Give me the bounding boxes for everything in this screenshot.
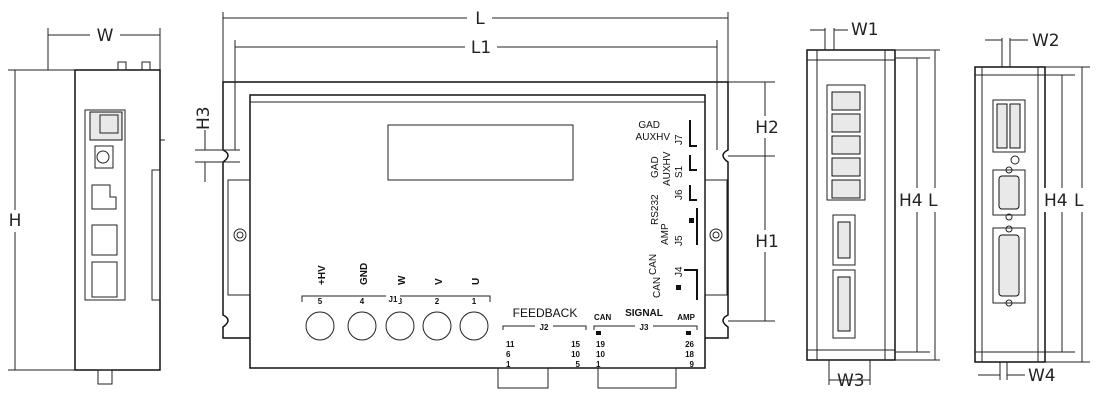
terminal-num-4: 4 (360, 297, 365, 306)
dim-w: W (47, 25, 161, 70)
j3-pin-9: 9 (690, 360, 695, 369)
dim-w-label: W (97, 26, 114, 46)
dim-w4: W4 (978, 362, 1056, 386)
j5-amp-label: AMP (660, 223, 671, 245)
terminal-name-u: U (471, 278, 482, 285)
side-view-right-1 (806, 49, 896, 361)
dim-h4-l-right-1: H4 L (895, 49, 955, 361)
terminal-hv (305, 311, 335, 341)
dim-w3-label: W3 (837, 371, 865, 391)
j7-gad-label: GAD (638, 120, 660, 131)
feedback-label: FEEDBACK (513, 306, 578, 320)
dim-w1: W1 (810, 20, 879, 50)
front-view (222, 81, 729, 389)
j3-pin-26: 26 (685, 340, 694, 349)
j2-pin-1: 1 (506, 360, 511, 369)
j2-pin-11: 11 (506, 340, 515, 349)
dim-h3-label: H3 (194, 106, 214, 130)
dim-h1: H1 (728, 156, 782, 322)
dim-h4-label-1: H4 (899, 191, 923, 211)
terminal-name-hv: +HV (317, 265, 328, 285)
j2-label: J2 (540, 323, 549, 332)
j1-label: J1 (389, 295, 398, 304)
j2-pin-5: 5 (576, 360, 581, 369)
terminal-num-3: 3 (398, 297, 403, 306)
dim-l: L (222, 8, 729, 82)
s1-label: S1 (674, 165, 685, 178)
terminal-num-2: 2 (435, 297, 440, 306)
dim-h2-label: H2 (755, 118, 779, 138)
dim-h2: H2 (728, 81, 782, 157)
dim-h1-label: H1 (755, 232, 779, 252)
connector-stack-labels: GAD AUXHV J7 GAD AUXHV S1 RS232 J6 AMP J… (636, 120, 698, 300)
connector-j3: SIGNAL CAN AMP J3 19 10 1 26 18 9 (593, 308, 698, 369)
side-view-left (74, 61, 165, 385)
terminal-u (459, 311, 489, 341)
dim-w3: W3 (828, 360, 871, 391)
terminal-block-j1: +HV GND W V U 5 4 3 2 1 J1 (301, 263, 491, 341)
j3-amp-label: AMP (677, 313, 695, 322)
dim-l1: L1 (234, 37, 718, 150)
dim-l1-label: L1 (471, 38, 491, 58)
terminal-v (422, 311, 452, 341)
s1-auxhv-label: AUXHV (662, 151, 673, 186)
j3-pin-10: 10 (596, 350, 605, 359)
terminal-name-v: V (434, 278, 445, 285)
terminal-name-w: W (397, 275, 408, 285)
j2-pin-6: 6 (506, 350, 511, 359)
connector-j2: FEEDBACK J2 11 6 1 15 10 5 (502, 306, 587, 369)
terminal-num-1: 1 (472, 297, 477, 306)
dim-h: H (5, 69, 75, 371)
terminal-w (385, 311, 415, 341)
j3-can-label: CAN (594, 313, 612, 322)
dim-w1-label: W1 (851, 20, 879, 40)
j4-label: J4 (674, 266, 685, 277)
j3-label: J3 (640, 323, 649, 332)
dim-l-label: L (475, 9, 485, 29)
j7-auxhv-label: AUXHV (636, 132, 671, 143)
s1-gad-label: GAD (650, 156, 661, 178)
j4-can-label: CAN (648, 254, 659, 275)
dim-w4-label: W4 (1028, 366, 1056, 386)
dim-h-label: H (9, 211, 22, 231)
j3-pin-19: 19 (596, 340, 605, 349)
j3-pin-18: 18 (685, 350, 694, 359)
signal-label: SIGNAL (625, 308, 663, 319)
terminal-name-gnd: GND (359, 263, 370, 285)
j2-pin-10: 10 (571, 350, 580, 359)
j3-pin-1: 1 (596, 360, 601, 369)
j7-label: J7 (674, 134, 685, 145)
dim-l-label-right-2: L (1074, 191, 1084, 211)
j6-label: J6 (674, 189, 685, 200)
dim-w2-label: W2 (1032, 31, 1060, 51)
j2-pin-15: 15 (571, 340, 580, 349)
dim-w2: W2 (985, 31, 1060, 67)
side-view-right-2 (974, 66, 1046, 363)
dim-l-label-right-1: L (928, 191, 938, 211)
dim-h3: H3 (194, 106, 240, 182)
j4-can-label-2: CAN (652, 277, 663, 298)
j5-label: J5 (674, 235, 685, 246)
dim-h4-l-right-2: H4 L (1042, 66, 1098, 363)
dim-h4-label-2: H4 (1044, 191, 1068, 211)
rs232-label: RS232 (650, 194, 661, 225)
terminal-gnd (347, 311, 377, 341)
terminal-num-5: 5 (318, 297, 323, 306)
